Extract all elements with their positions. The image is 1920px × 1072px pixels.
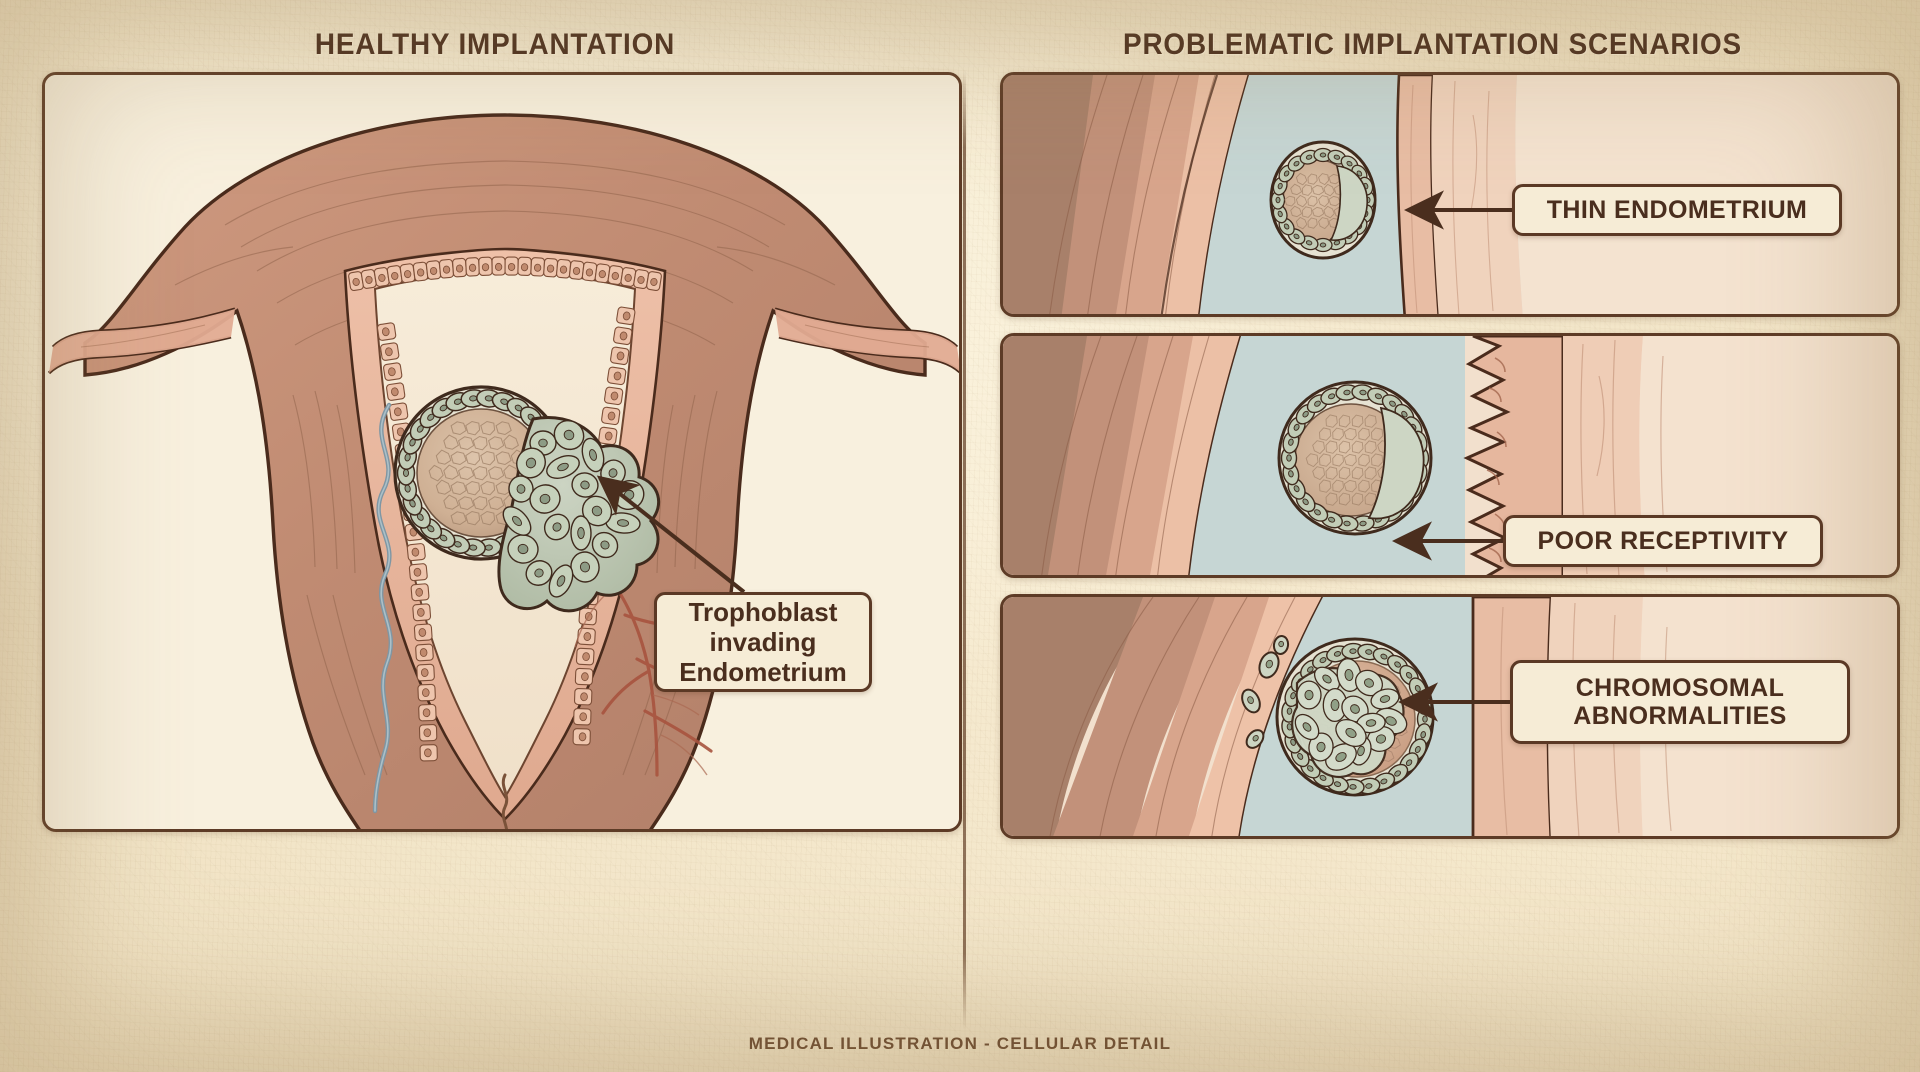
page-title-right: PROBLEMATIC IMPLANTATION SCENARIOS [1122,28,1743,61]
blastocyst-fragmented [1241,635,1435,797]
label-chromosomal-abnormalities[interactable]: CHROMOSOMAL ABNORMALITIES [1510,660,1850,744]
blastocyst-large [1277,380,1433,536]
spiral-artery [372,402,393,814]
fallopian-tube-left [47,307,236,375]
blastocyst [393,385,661,613]
label-text: THIN ENDOMETRIUM [1546,195,1808,224]
label-text: POOR RECEPTIVITY [1537,526,1789,555]
label-trophoblast-invading-endometrium[interactable]: Trophoblast invading Endometrium [654,592,872,692]
uterus-illustration [45,75,959,829]
healthy-implantation-panel [42,72,962,832]
label-text-line2: invading [709,626,817,657]
label-text-line1: CHROMOSOMAL [1575,673,1785,702]
label-text-line3: Endometrium [679,657,847,688]
footer-caption: MEDICAL ILLUSTRATION - CELLULAR DETAIL [748,1034,1172,1053]
section-divider [963,70,966,1030]
page-title-left: HEALTHY IMPLANTATION [314,28,676,61]
cervical-canal [501,773,509,829]
blastocyst-small [1269,140,1377,260]
label-poor-receptivity[interactable]: POOR RECEPTIVITY [1503,515,1823,567]
fallopian-tube-right [774,307,959,374]
label-text-line2: ABNORMALITIES [1573,702,1787,730]
endometrial-epithelium-fundus [348,256,662,292]
label-thin-endometrium[interactable]: THIN ENDOMETRIUM [1512,184,1842,236]
label-text-line1: Trophoblast [688,596,838,627]
myometrial-vessels-fine [574,594,708,776]
